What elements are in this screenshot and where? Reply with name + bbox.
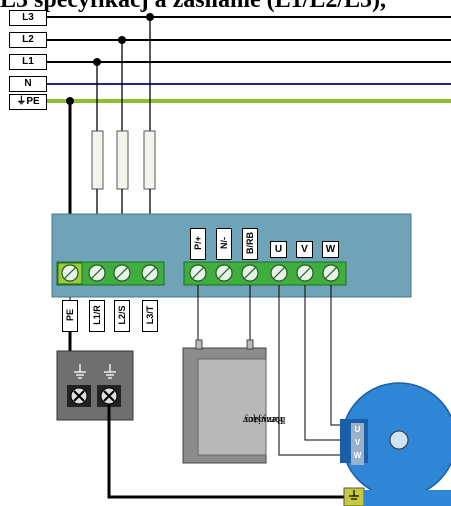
line-label-l2: L2 bbox=[9, 32, 47, 48]
terminal-label-u: U bbox=[270, 241, 287, 258]
line-label-l1: L1 bbox=[9, 54, 47, 70]
terminal-screws-output bbox=[189, 264, 340, 282]
motor-terminal-labels: U V W bbox=[351, 423, 364, 465]
terminal-label-b-rb: B/RB bbox=[242, 228, 258, 260]
pe-to-motor-wire bbox=[107, 404, 345, 499]
terminal-label-w: W bbox=[322, 241, 339, 258]
fuse-l1 bbox=[91, 130, 104, 190]
terminal-label-v: V bbox=[296, 241, 313, 258]
cropped-header-text: L3 specyfikacj a zasilanie (L1/L2/L3), bbox=[0, 0, 386, 13]
line-label-pe-text: PE bbox=[26, 96, 40, 107]
terminal-label-l3t: L3/T bbox=[142, 300, 158, 332]
terminal-label-pe: PE bbox=[62, 300, 78, 332]
terminal-label-n-minus: N/- bbox=[216, 228, 232, 260]
terminal-label-l1r: L1/R bbox=[89, 300, 105, 332]
line-label-pe: ⏚PE bbox=[9, 94, 47, 110]
motor-shaft bbox=[389, 430, 409, 450]
terminal-screws-input bbox=[61, 264, 159, 282]
pe-bar-ground-icons bbox=[74, 364, 116, 379]
line-label-l3: L3 bbox=[9, 10, 47, 26]
line-label-n: N bbox=[9, 76, 47, 92]
terminal-label-p-plus: P/+ bbox=[190, 228, 206, 260]
fuse-l2 bbox=[116, 130, 129, 190]
ground-icon: ⏚ bbox=[16, 96, 27, 107]
fuse-l3 bbox=[143, 130, 156, 190]
terminal-label-l2s: L2/S bbox=[114, 300, 130, 332]
pe-bar-screws bbox=[67, 385, 121, 407]
